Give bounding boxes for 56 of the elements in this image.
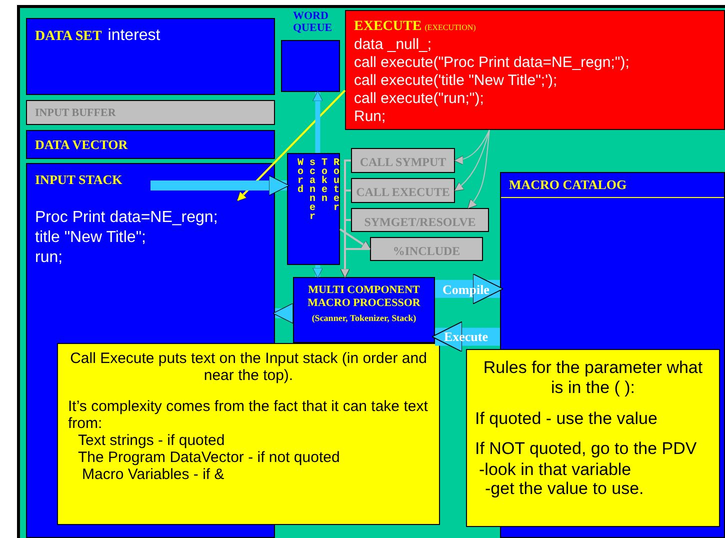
- macro-processor-box: [293, 277, 435, 343]
- arrow: [236, 90, 346, 202]
- routine-box: [351, 178, 455, 203]
- vertical-label: Word scanner: [294, 158, 318, 223]
- note-text: -get the value to use.: [485, 480, 645, 497]
- arrow: [454, 130, 490, 192]
- routine-label: CALL EXECUTE: [355, 185, 451, 200]
- heading: EXECUTE: [354, 19, 422, 34]
- note-text: If NOT quoted, go to the PDV: [475, 439, 698, 459]
- note-text: Call Execute puts text on the Input stack (in order and near the top).: [69, 350, 428, 384]
- routine-box: [351, 208, 489, 232]
- code-line: data _null_;: [354, 36, 433, 54]
- note-text: If quoted - use the value: [475, 410, 658, 427]
- code-line: title "New Title";: [35, 228, 147, 248]
- block-arrow: [150, 175, 290, 196]
- heading: (EXECUTION): [424, 23, 476, 32]
- routine-box: [370, 237, 483, 261]
- code-line: interest: [108, 27, 160, 44]
- heading: (Scanner, Tokenizer, Stack): [310, 312, 418, 324]
- note-text: -look in that variable: [479, 461, 632, 478]
- note-text: It’s complexity comes from the fact that it can take text from:: [68, 398, 429, 432]
- routine-label: SYMGET/RESOLVE: [363, 215, 477, 230]
- input-buffer-bar: [26, 100, 275, 125]
- execute-code-panel: [345, 10, 725, 130]
- data-vector-panel: [26, 130, 275, 159]
- arrow: [468, 130, 490, 209]
- code-line: call execute('title "New Title";');: [354, 72, 558, 90]
- routine-label: %INCLUDE: [392, 244, 462, 259]
- note-card: [466, 349, 720, 527]
- block-arrow: [312, 90, 323, 153]
- arrow: [340, 248, 370, 278]
- heading: INPUT STACK: [35, 172, 124, 188]
- queue-heading: WORD QUEUE: [293, 10, 333, 34]
- arrow: [339, 228, 371, 250]
- heading: MACRO CATALOG: [501, 177, 724, 198]
- block-arrow: [312, 265, 323, 278]
- note-text: Text strings - if quoted: [78, 432, 226, 449]
- code-line: call execute("run;");: [354, 90, 485, 108]
- note-text: Rules for the parameter what is in the ( ):: [482, 358, 704, 398]
- heading: MULTI COMPONENT MACRO PROCESSOR: [306, 284, 422, 310]
- note-text: Macro Variables - if &: [82, 466, 226, 483]
- heading: DATA SET: [35, 29, 102, 44]
- code-line: call execute("Proc Print data=NE_regn;");: [354, 54, 630, 72]
- data-set-panel: [26, 18, 275, 95]
- code-line: Run;: [354, 108, 387, 126]
- heading: DATA VECTOR: [35, 137, 129, 153]
- arrow: [454, 130, 490, 164]
- scanner-router-box: [287, 153, 340, 265]
- block-arrow: [272, 303, 294, 324]
- note-card: [57, 343, 440, 525]
- note-text: The Program DataVector - if not quoted: [78, 449, 341, 466]
- routine-label: INPUT BUFFER: [35, 107, 117, 119]
- routine-box: [351, 148, 455, 173]
- code-line: Proc Print data=NE_regn;: [35, 208, 219, 228]
- routine-label: CALL SYMPUT: [358, 155, 448, 170]
- code-line: run;: [35, 248, 64, 268]
